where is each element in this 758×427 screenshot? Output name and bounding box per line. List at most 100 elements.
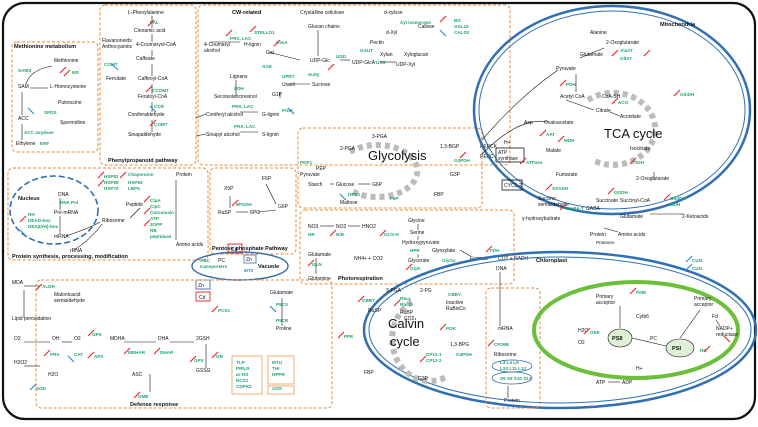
- svg-text:2GSH: 2GSH: [196, 336, 210, 342]
- svg-text:Hydroxypyruvate: Hydroxypyruvate: [402, 240, 440, 246]
- svg-text:L-Phenylalanine: L-Phenylalanine: [128, 10, 164, 16]
- svg-text:RbcS: RbcS: [400, 302, 412, 307]
- svg-text:AOS: AOS: [272, 386, 282, 391]
- svg-text:PRX, LAC: PRX, LAC: [230, 36, 252, 41]
- cd-box-left: [195, 291, 211, 302]
- svg-text:PEPC: PEPC: [480, 154, 494, 160]
- svg-text:semialdehyde: semialdehyde: [538, 202, 569, 208]
- chloroplast-membrane-inner: [368, 256, 752, 404]
- svg-text:NR: NR: [308, 232, 315, 237]
- svg-text:Ribosome: Ribosome: [102, 218, 125, 224]
- svg-text:PCS1: PCS1: [218, 308, 230, 313]
- svg-text:O2: O2: [578, 340, 585, 346]
- svg-text:COMT: COMT: [104, 62, 118, 67]
- psii-label: PSII: [612, 336, 623, 342]
- cw-title: CW-related: [232, 10, 262, 16]
- svg-text:GlutDH: GlutDH: [670, 196, 687, 201]
- svg-text:Ferrulate: Ferrulate: [106, 76, 126, 82]
- svg-text:SAMS: SAMS: [18, 68, 31, 73]
- svg-text:APX: APX: [94, 354, 104, 359]
- svg-text:Uracil: Uracil: [282, 82, 295, 88]
- chloroplast-gene-expression-box: [485, 287, 541, 409]
- svg-text:ACC oxydase: ACC oxydase: [24, 130, 54, 135]
- svg-text:FBP: FBP: [434, 192, 444, 198]
- svg-text:RC: RC: [700, 348, 707, 353]
- svg-text:RbcL: RbcL: [400, 296, 412, 301]
- zn-box: [243, 254, 257, 264]
- svg-text:Lipid peroxidation: Lipid peroxidation: [12, 316, 51, 322]
- svg-text:UGD: UGD: [336, 54, 347, 59]
- svg-text:1,3-BGP: 1,3-BGP: [440, 144, 460, 150]
- svg-text:CUI1: CUI1: [692, 266, 703, 271]
- svg-text:SuSy: SuSy: [308, 72, 320, 77]
- svg-text:H2O: H2O: [578, 328, 588, 334]
- svg-text:CesA: CesA: [276, 40, 288, 45]
- svg-text:Glutamate: Glutamate: [270, 290, 293, 296]
- svg-text:Secoisolariciresinol: Secoisolariciresinol: [214, 94, 257, 100]
- svg-text:Glycine: Glycine: [408, 218, 425, 224]
- svg-text:2-Oxoglutarate: 2-Oxoglutarate: [636, 176, 669, 182]
- svg-text:Serine: Serine: [410, 230, 425, 236]
- svg-text:RuBisCo: RuBisCo: [446, 306, 466, 312]
- svg-text:PC: PC: [650, 336, 657, 342]
- svg-text:Fumarate: Fumarate: [556, 172, 578, 178]
- svg-text:DPE2: DPE2: [348, 192, 360, 197]
- svg-text:Protein: Protein: [590, 232, 606, 238]
- svg-text:G-lignin: G-lignin: [262, 112, 279, 118]
- svg-text:mRNA: mRNA: [498, 326, 513, 332]
- svg-text:CDPK2: CDPK2: [236, 384, 252, 389]
- svg-text:GPX: GPX: [92, 332, 103, 337]
- defense-title: Defense response: [130, 402, 178, 408]
- svg-text:Oxaloacetate: Oxaloacetate: [544, 120, 574, 126]
- psi-complex: [665, 338, 695, 358]
- svg-text:mRNA: mRNA: [54, 234, 69, 240]
- svg-text:SOD: SOD: [36, 386, 47, 391]
- svg-text:HSP98: HSP98: [104, 180, 119, 185]
- svg-text:6PGDH: 6PGDH: [236, 202, 253, 207]
- svg-text:acceptor: acceptor: [596, 300, 616, 306]
- svg-text:G1P: G1P: [272, 92, 283, 98]
- svg-text:PAL: PAL: [150, 20, 159, 25]
- svg-text:Glutamate: Glutamate: [308, 252, 331, 258]
- svg-text:OH: OH: [52, 336, 60, 342]
- mitochondria-membrane-inner: [478, 10, 746, 210]
- svg-text:ASC: ASC: [132, 372, 143, 378]
- svg-text:2-Oxoglutarate: 2-Oxoglutarate: [606, 40, 639, 46]
- calvin-label-2: cycle: [390, 334, 420, 349]
- svg-text:CCOMT: CCOMT: [152, 88, 169, 93]
- svg-text:3-PGA: 3-PGA: [372, 134, 388, 140]
- svg-text:semialdehyde: semialdehyde: [54, 298, 85, 304]
- svg-text:ACO: ACO: [618, 100, 629, 105]
- cyc1-2-box: [501, 179, 523, 191]
- svg-text:PEP: PEP: [316, 166, 327, 172]
- svg-text:Malonicacid: Malonicacid: [54, 292, 81, 298]
- svg-text:PRX: PRX: [50, 352, 60, 357]
- svg-text:RB: RB: [150, 228, 157, 233]
- methionine-title: Methionine metabolism: [14, 44, 76, 50]
- svg-text:Amino acids: Amino acids: [618, 232, 646, 238]
- svg-text:Glutamine: Glutamine: [308, 276, 331, 282]
- svg-text:ClpC: ClpC: [150, 204, 161, 209]
- svg-text:ALDH: ALDH: [42, 284, 55, 289]
- svg-text:Alanine: Alanine: [590, 30, 607, 36]
- svg-text:Pre-mRNA: Pre-mRNA: [54, 210, 79, 216]
- svg-text:acceptor: acceptor: [694, 302, 714, 308]
- glycolysis-cycle-arc: [348, 142, 421, 200]
- svg-text:Sucrose: Sucrose: [312, 82, 331, 88]
- calvin-label-1: Calvin: [388, 316, 424, 331]
- svg-text:Cd: Cd: [199, 295, 206, 301]
- svg-text:Ribosome: Ribosome: [494, 352, 517, 358]
- svg-text:HNO2: HNO2: [362, 224, 376, 230]
- svg-text:G3P: G3P: [450, 172, 461, 178]
- photorespiration-title: Photorespiration: [338, 276, 383, 282]
- svg-text:UDP-GlcA: UDP-GlcA: [352, 60, 376, 66]
- psi-label: PSI: [672, 346, 681, 352]
- svg-text:2-Ketoacids: 2-Ketoacids: [682, 214, 709, 220]
- svg-text:SSADH: SSADH: [552, 186, 569, 191]
- svg-text:2-PG: 2-PG: [420, 288, 432, 294]
- svg-text:UDP-Glc: UDP-Glc: [310, 58, 330, 64]
- svg-text:FDH: FDH: [490, 248, 500, 253]
- svg-text:Primary: Primary: [596, 294, 614, 300]
- sam-label: SAM: [18, 84, 29, 90]
